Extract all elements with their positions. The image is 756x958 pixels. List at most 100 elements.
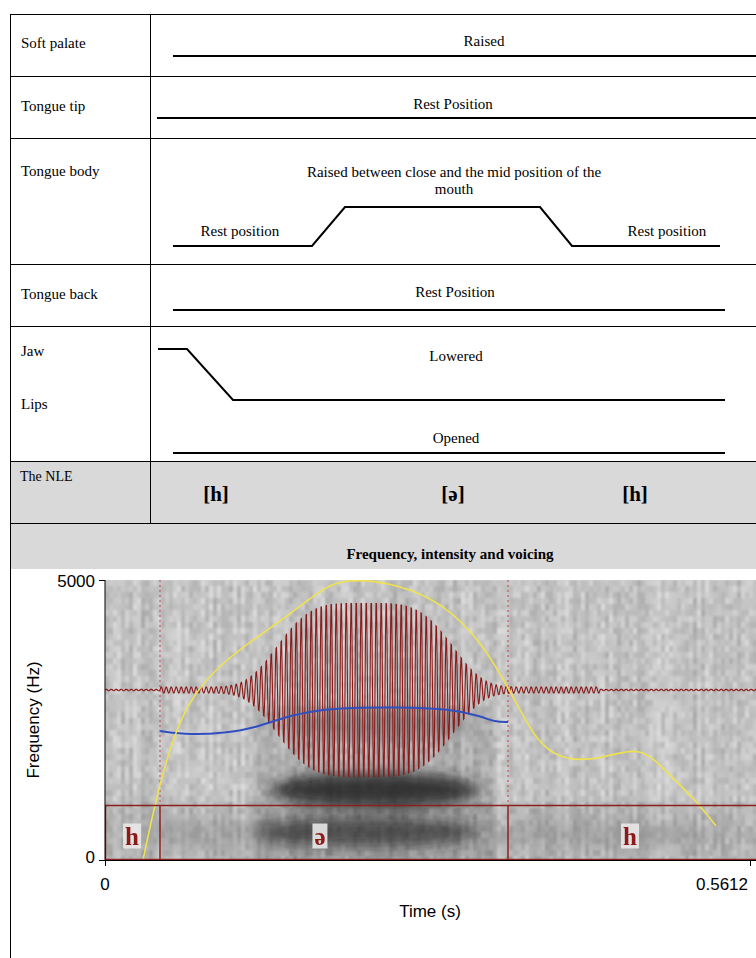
noise-cell <box>269 748 273 754</box>
noise-cell <box>253 628 257 634</box>
noise-cell <box>265 604 269 610</box>
noise-cell <box>213 700 217 706</box>
noise-cell <box>113 610 117 616</box>
noise-cell <box>213 580 217 586</box>
noise-cell <box>113 694 117 700</box>
noise-cell <box>105 718 109 724</box>
noise-cell <box>189 622 193 628</box>
noise-cell <box>241 634 245 640</box>
noise-cell <box>185 598 189 604</box>
noise-cell <box>153 850 157 856</box>
articulator-tracks <box>157 56 756 453</box>
noise-cell <box>185 664 189 670</box>
noise-cell <box>169 850 173 856</box>
noise-cell <box>225 742 229 748</box>
noise-cell <box>141 664 145 670</box>
noise-cell <box>261 736 265 742</box>
noise-cell <box>161 754 165 760</box>
noise-cell <box>269 742 273 748</box>
noise-cell <box>145 790 149 796</box>
noise-cell <box>209 724 213 730</box>
noise-cell <box>265 694 269 700</box>
noise-cell <box>209 634 213 640</box>
noise-cell <box>149 670 153 676</box>
noise-cell <box>265 646 269 652</box>
noise-cell <box>121 760 125 766</box>
noise-cell <box>221 784 225 790</box>
noise-cell <box>169 772 173 778</box>
noise-cell <box>133 796 137 802</box>
noise-cell <box>213 748 217 754</box>
noise-cell <box>205 760 209 766</box>
noise-cell <box>205 640 209 646</box>
noise-cell <box>253 820 257 826</box>
noise-cell <box>173 640 177 646</box>
noise-cell <box>177 616 181 622</box>
noise-cell <box>249 592 253 598</box>
noise-cell <box>109 844 113 850</box>
noise-cell <box>105 634 109 640</box>
noise-cell <box>113 718 117 724</box>
noise-cell <box>197 742 201 748</box>
noise-cell <box>145 598 149 604</box>
noise-cell <box>197 628 201 634</box>
noise-cell <box>257 730 261 736</box>
noise-cell <box>253 790 257 796</box>
noise-cell <box>105 790 109 796</box>
noise-cell <box>241 628 245 634</box>
noise-cell <box>201 850 205 856</box>
noise-cell <box>209 742 213 748</box>
noise-cell <box>201 694 205 700</box>
noise-cell <box>121 676 125 682</box>
noise-cell <box>273 592 277 598</box>
noise-cell <box>169 814 173 820</box>
noise-cell <box>149 658 153 664</box>
noise-cell <box>209 592 213 598</box>
noise-cell <box>217 754 221 760</box>
noise-cell <box>153 634 157 640</box>
noise-cell <box>149 706 153 712</box>
noise-cell <box>125 598 129 604</box>
noise-cell <box>245 598 249 604</box>
noise-cell <box>217 592 221 598</box>
noise-cell <box>241 604 245 610</box>
noise-cell <box>189 640 193 646</box>
noise-cell <box>129 664 133 670</box>
noise-cell <box>133 670 137 676</box>
noise-cell <box>213 736 217 742</box>
noise-cell <box>129 772 133 778</box>
noise-cell <box>105 778 109 784</box>
noise-cell <box>249 736 253 742</box>
noise-cell <box>165 778 169 784</box>
noise-cell <box>265 766 269 772</box>
noise-cell <box>125 784 129 790</box>
noise-cell <box>149 700 153 706</box>
noise-cell <box>149 730 153 736</box>
noise-cell <box>173 592 177 598</box>
noise-cell <box>201 640 205 646</box>
noise-cell <box>113 826 117 832</box>
noise-cell <box>265 640 269 646</box>
noise-cell <box>233 604 237 610</box>
noise-cell <box>185 652 189 658</box>
noise-cell <box>177 664 181 670</box>
noise-cell <box>257 610 261 616</box>
noise-cell <box>149 622 153 628</box>
noise-cell <box>273 634 277 640</box>
noise-cell <box>165 694 169 700</box>
noise-cell <box>137 610 141 616</box>
noise-cell <box>121 784 125 790</box>
noise-cell <box>189 652 193 658</box>
noise-cell <box>113 622 117 628</box>
noise-cell <box>177 646 181 652</box>
noise-cell <box>241 736 245 742</box>
noise-cell <box>153 724 157 730</box>
noise-cell <box>269 796 273 802</box>
noise-cell <box>149 628 153 634</box>
noise-cell <box>265 796 269 802</box>
noise-cell <box>229 664 233 670</box>
noise-cell <box>145 610 149 616</box>
noise-cell <box>117 796 121 802</box>
noise-cell <box>233 622 237 628</box>
noise-cell <box>169 592 173 598</box>
